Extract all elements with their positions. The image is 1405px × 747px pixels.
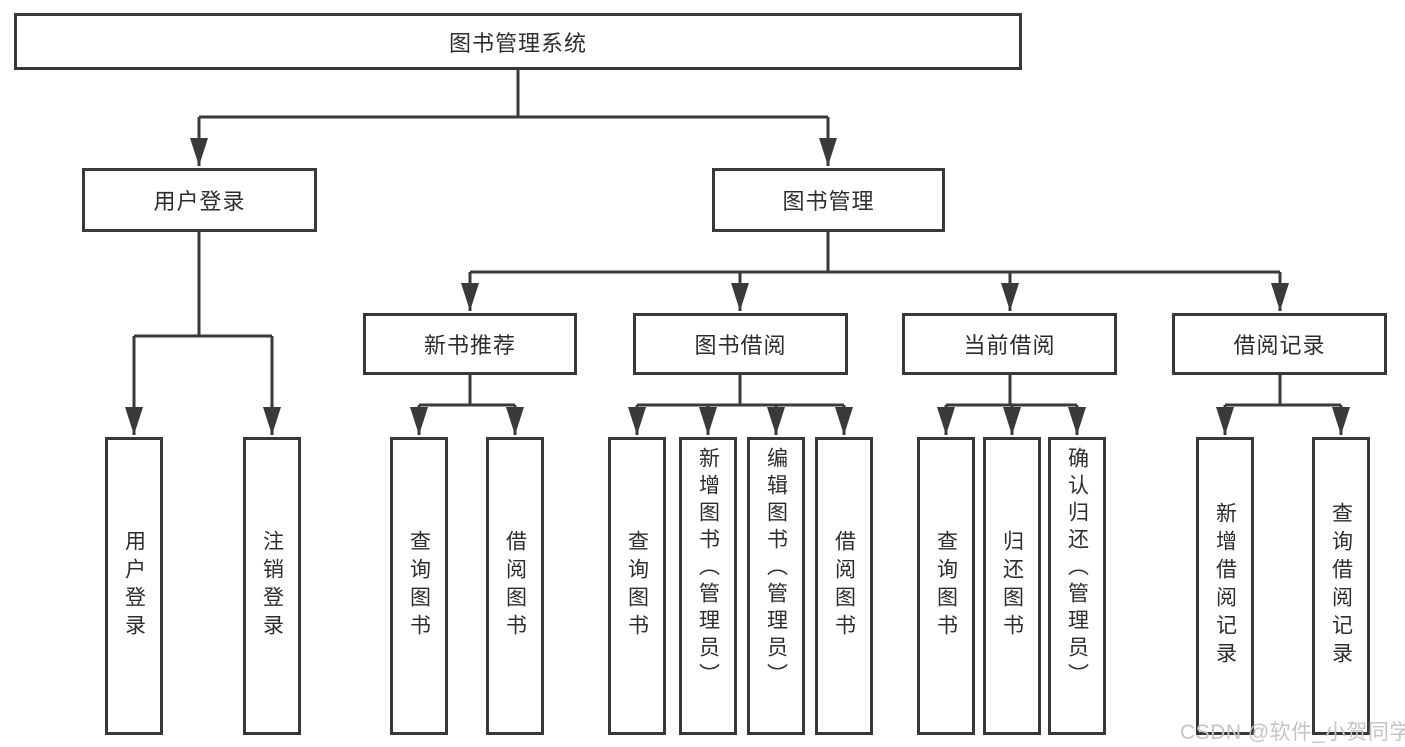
node-borrow-books-borrow: 借阅图书 — [815, 437, 873, 735]
node-borrow-records: 借阅记录 — [1172, 313, 1387, 375]
node-borrow-books-recommend-label: 借阅图书 — [503, 530, 527, 642]
node-query-books-current-label: 查询图书 — [934, 530, 958, 642]
node-query-books-borrow-label: 查询图书 — [625, 530, 649, 642]
node-add-book-admin-label: 新增图书（管理员） — [696, 447, 720, 690]
node-borrow-books-recommend: 借阅图书 — [486, 437, 544, 735]
node-user-login-branch: 用户登录 — [82, 168, 317, 232]
node-borrow-records-label: 借阅记录 — [1233, 333, 1326, 358]
node-query-books-current: 查询图书 — [917, 437, 975, 735]
node-return-books: 归还图书 — [983, 437, 1041, 735]
node-add-book-admin: 新增图书（管理员） — [679, 437, 737, 735]
node-edit-book-admin-label: 编辑图书（管理员） — [764, 447, 788, 690]
node-query-borrow-record-label: 查询借阅记录 — [1329, 502, 1353, 670]
node-add-borrow-record: 新增借阅记录 — [1196, 437, 1254, 735]
node-logout: 注销登录 — [243, 437, 301, 735]
node-book-management-label: 图书管理 — [782, 189, 875, 214]
node-confirm-return-admin: 确认归还（管理员） — [1048, 437, 1106, 735]
node-query-borrow-record: 查询借阅记录 — [1312, 437, 1370, 735]
node-new-book-recommend-label: 新书推荐 — [423, 333, 516, 358]
node-borrow-books-borrow-label: 借阅图书 — [832, 530, 856, 642]
node-query-books-recommend: 查询图书 — [390, 437, 448, 735]
node-book-management: 图书管理 — [712, 168, 945, 232]
node-user-login-label: 用户登录 — [122, 530, 146, 642]
node-confirm-return-admin-label: 确认归还（管理员） — [1065, 447, 1089, 690]
node-book-borrow-label: 图书借阅 — [694, 333, 787, 358]
watermark: CSDN @软件_小贺同学 — [1180, 721, 1405, 744]
node-library-system-label: 图书管理系统 — [448, 30, 587, 56]
node-user-login: 用户登录 — [105, 437, 163, 735]
node-query-books-recommend-label: 查询图书 — [407, 530, 431, 642]
node-add-borrow-record-label: 新增借阅记录 — [1213, 502, 1237, 670]
node-current-borrow: 当前借阅 — [902, 313, 1117, 375]
node-book-borrow: 图书借阅 — [633, 313, 848, 375]
node-new-book-recommend: 新书推荐 — [363, 313, 577, 375]
node-logout-label: 注销登录 — [260, 530, 284, 642]
node-current-borrow-label: 当前借阅 — [963, 333, 1056, 358]
node-library-system: 图书管理系统 — [14, 13, 1022, 70]
node-return-books-label: 归还图书 — [1000, 530, 1024, 642]
node-query-books-borrow: 查询图书 — [608, 437, 666, 735]
node-edit-book-admin: 编辑图书（管理员） — [747, 437, 805, 735]
node-user-login-branch-label: 用户登录 — [153, 189, 246, 214]
